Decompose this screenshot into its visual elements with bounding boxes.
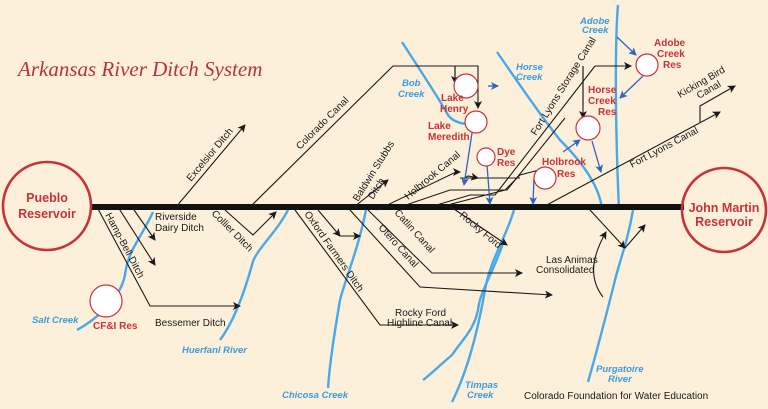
svg-text:Collier Ditch: Collier Ditch <box>209 208 255 254</box>
svg-text:Consolidated: Consolidated <box>536 265 594 276</box>
credit-text: Colorado Foundation for Water Education <box>524 391 708 402</box>
holbrook-reservoir: Holbrook Res <box>533 157 586 190</box>
svg-text:Bessemer Ditch: Bessemer Ditch <box>155 318 226 329</box>
diagram-title: Arkansas River Ditch System <box>16 57 262 81</box>
adobe-creek-reservoir: Adobe Creek Res <box>635 38 686 77</box>
ditches <box>96 62 736 329</box>
svg-text:Meredith: Meredith <box>428 132 470 143</box>
svg-text:Chicosa Creek: Chicosa Creek <box>282 390 349 401</box>
lake-henry: Lake Henry <box>440 73 479 115</box>
svg-text:Salt Creek: Salt Creek <box>32 315 79 326</box>
svg-text:CF&I Res: CF&I Res <box>93 321 138 332</box>
svg-text:Lake: Lake <box>441 93 464 104</box>
svg-text:Res: Res <box>598 107 617 118</box>
pueblo-reservoir: Pueblo Reservoir <box>1 160 93 252</box>
svg-text:Highline Canal: Highline Canal <box>387 318 452 329</box>
svg-text:Creek: Creek <box>657 49 685 60</box>
svg-text:Creek: Creek <box>398 89 425 100</box>
svg-text:Henry: Henry <box>440 104 469 115</box>
svg-text:Timpas: Timpas <box>465 380 498 391</box>
timpas-creek-line <box>450 209 516 403</box>
huerfano-river-line <box>219 209 290 341</box>
svg-text:Creek: Creek <box>516 72 543 83</box>
svg-text:Res: Res <box>663 60 682 71</box>
transfers <box>461 36 644 205</box>
svg-text:Fort Lyons Canal: Fort Lyons Canal <box>628 125 700 170</box>
salt-creek-line <box>76 211 155 332</box>
svg-text:Holbrook Canal: Holbrook Canal <box>403 150 463 203</box>
john-martin-reservoir: John Martin Reservoir <box>680 166 768 254</box>
svg-text:Adobe: Adobe <box>654 38 686 49</box>
stream-labels: Salt Creek Huerfanl River Chicosa Creek … <box>32 16 644 401</box>
svg-text:Creek: Creek <box>582 25 609 36</box>
svg-text:Huerfanl River: Huerfanl River <box>182 345 248 356</box>
svg-text:Hamp-Bell Ditch: Hamp-Bell Ditch <box>102 211 146 280</box>
adobe-creek-line <box>614 4 621 211</box>
timpas-tributary-line <box>422 239 506 381</box>
svg-text:Reservoir: Reservoir <box>18 207 76 221</box>
svg-text:Horse: Horse <box>516 62 544 73</box>
streams <box>76 4 635 403</box>
horse-creek-reservoir: Horse Creek Res <box>575 85 617 141</box>
svg-text:Colorado Canal: Colorado Canal <box>294 95 351 152</box>
svg-text:Rocky Ford: Rocky Ford <box>395 308 446 319</box>
svg-text:Dairy Ditch: Dairy Ditch <box>155 223 204 234</box>
svg-text:Res: Res <box>497 158 516 169</box>
svg-text:Horse: Horse <box>588 85 617 96</box>
svg-text:Holbrook: Holbrook <box>542 157 586 168</box>
dye-reservoir: Dye Res <box>476 147 516 169</box>
svg-text:Purgatoire: Purgatoire <box>596 364 644 375</box>
svg-text:Excelsior Ditch: Excelsior Ditch <box>185 126 236 184</box>
svg-text:Las Animas: Las Animas <box>546 255 598 266</box>
svg-text:John Martin: John Martin <box>689 201 760 215</box>
svg-text:Rocky Ford: Rocky Ford <box>457 210 503 251</box>
cfi-reservoir: CF&I Res <box>89 284 138 332</box>
svg-text:Creek: Creek <box>467 390 494 401</box>
svg-text:River: River <box>608 374 633 385</box>
horse-creek-line <box>496 51 604 211</box>
svg-text:Creek: Creek <box>588 96 616 107</box>
lake-meredith: Lake Meredith <box>428 110 488 143</box>
purgatoire-river-line <box>586 209 635 383</box>
svg-text:Adobe: Adobe <box>579 16 610 27</box>
svg-text:Res: Res <box>557 169 576 180</box>
svg-text:Riverside: Riverside <box>155 212 197 223</box>
svg-text:Pueblo: Pueblo <box>26 191 68 205</box>
svg-text:Reservoir: Reservoir <box>695 215 753 229</box>
svg-text:Lake: Lake <box>428 121 451 132</box>
svg-text:Dye: Dye <box>497 147 516 158</box>
chicosa-creek-line <box>326 209 368 389</box>
svg-text:Bob: Bob <box>402 78 421 89</box>
